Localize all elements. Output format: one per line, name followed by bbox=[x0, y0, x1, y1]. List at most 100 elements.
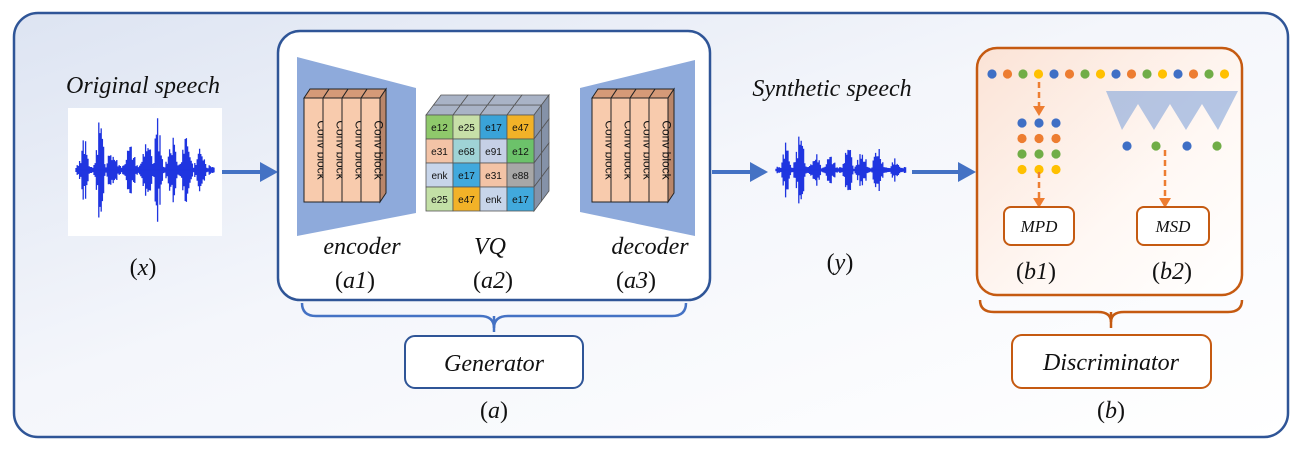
msd-arrowhead bbox=[1159, 198, 1171, 208]
original-speech-label: Original speech bbox=[66, 73, 220, 99]
vq-code-cell bbox=[506, 162, 535, 188]
vq-code-label: e31 bbox=[431, 147, 448, 158]
synthetic-waveform bbox=[775, 136, 907, 204]
vq-side-face bbox=[541, 165, 550, 203]
arrowhead-1 bbox=[260, 162, 278, 182]
arrowhead-3 bbox=[958, 162, 976, 182]
pooled-sample-dot bbox=[1122, 141, 1132, 151]
period-sample-dot bbox=[1051, 149, 1061, 159]
decoder-label: decoder bbox=[611, 234, 689, 260]
signal-sample-dot bbox=[1064, 69, 1075, 79]
period-sample-dot bbox=[1051, 118, 1061, 128]
vq-code-cell bbox=[479, 114, 508, 140]
period-sample-dot bbox=[1051, 133, 1061, 144]
vq-id: (a2) bbox=[473, 268, 513, 294]
discriminator-title: Discriminator bbox=[1042, 350, 1180, 376]
mpd-box bbox=[1003, 206, 1075, 246]
period-sample-dot bbox=[1034, 133, 1044, 144]
signal-sample-dot bbox=[1142, 69, 1152, 79]
signal-sample-dot bbox=[1188, 69, 1199, 79]
signal-sample-dot bbox=[1204, 69, 1214, 79]
mpd-arrowhead-top bbox=[1033, 106, 1045, 116]
vq-code-label: e25 bbox=[458, 123, 475, 134]
mpd-grid bbox=[1017, 118, 1061, 175]
signal-sample-dot bbox=[1095, 69, 1106, 79]
signal-sample-dot bbox=[1049, 69, 1059, 79]
msd-id: (b2) bbox=[1152, 259, 1192, 285]
pooled-sample-dot bbox=[1212, 141, 1222, 151]
vq-code-label: e17 bbox=[512, 195, 529, 206]
vq-code-label: e88 bbox=[512, 171, 529, 182]
pooled-sample-dot bbox=[1151, 141, 1161, 151]
vq-code-label: e31 bbox=[485, 171, 502, 182]
generator-caption: (a) bbox=[480, 398, 508, 424]
generator-title-box bbox=[404, 335, 584, 389]
vq-code-label: e12 bbox=[512, 147, 529, 158]
vq-code-label: enk bbox=[485, 195, 502, 206]
y-caption: (y) bbox=[827, 250, 854, 276]
discriminator-box bbox=[975, 46, 1244, 297]
decoder-id: (a3) bbox=[616, 268, 656, 294]
discriminator-title-box bbox=[1011, 334, 1212, 389]
period-sample-dot bbox=[1034, 118, 1044, 128]
vq-code-label: e91 bbox=[485, 147, 502, 158]
signal-sample-dot bbox=[1002, 69, 1013, 79]
vq-code-label: e47 bbox=[512, 123, 529, 134]
discriminator-caption: (b) bbox=[1097, 398, 1125, 424]
vq-code-cell bbox=[452, 162, 481, 188]
vq-code-cell bbox=[506, 138, 535, 164]
signal-sample-dot bbox=[1173, 69, 1183, 79]
signal-sample-dot bbox=[1219, 69, 1230, 79]
vq-code-cell bbox=[425, 186, 454, 212]
vq-code-cell bbox=[506, 186, 535, 212]
period-sample-dot bbox=[1017, 149, 1027, 159]
vq-code-cell bbox=[452, 138, 481, 164]
vq-code-cell bbox=[425, 114, 454, 140]
vq-code-label: e12 bbox=[431, 123, 448, 134]
x-caption: (x) bbox=[130, 255, 157, 281]
vq-code-label: enk bbox=[431, 171, 448, 182]
mpd-label: MPD bbox=[1020, 217, 1059, 236]
period-sample-dot bbox=[1051, 164, 1061, 175]
vq-code-label: e47 bbox=[458, 195, 475, 206]
conv-block-label: Conv block bbox=[660, 120, 674, 180]
conv-block-label: Conv block bbox=[372, 120, 386, 180]
period-sample-dot bbox=[1034, 149, 1044, 159]
synthetic-speech-label: Synthetic speech bbox=[752, 76, 911, 102]
signal-sample-dot bbox=[1018, 69, 1028, 79]
vq-code-label: e17 bbox=[485, 123, 502, 134]
signal-sample-dot bbox=[987, 69, 997, 79]
signal-sample-dot bbox=[1080, 69, 1090, 79]
period-sample-dot bbox=[1017, 118, 1027, 128]
generator-title: Generator bbox=[444, 351, 545, 377]
msd-box bbox=[1136, 206, 1210, 246]
vq-code-label: e17 bbox=[458, 171, 475, 182]
pooling-shape bbox=[1106, 91, 1238, 130]
discriminator-top-dots bbox=[987, 69, 1230, 79]
original-waveform bbox=[75, 118, 215, 222]
msd-label: MSD bbox=[1155, 217, 1192, 236]
conv-block bbox=[648, 97, 669, 203]
vq-code-label: e25 bbox=[431, 195, 448, 206]
vq-code-cell bbox=[506, 114, 535, 140]
signal-sample-dot bbox=[1126, 69, 1137, 79]
period-sample-dot bbox=[1017, 164, 1027, 175]
mpd-arrowhead-bottom bbox=[1033, 198, 1045, 208]
encoder-id: (a1) bbox=[335, 268, 375, 294]
signal-sample-dot bbox=[1111, 69, 1121, 79]
period-sample-dot bbox=[1034, 164, 1044, 175]
vq-code-cell bbox=[425, 138, 454, 164]
msd-pooling bbox=[1106, 91, 1238, 151]
signal-sample-dot bbox=[1157, 69, 1168, 79]
encoder-label: encoder bbox=[323, 234, 401, 260]
signal-sample-dot bbox=[1033, 69, 1044, 79]
pooled-sample-dot bbox=[1182, 141, 1192, 151]
vq-code-cell bbox=[479, 186, 508, 212]
vq-label: VQ bbox=[474, 234, 506, 260]
period-sample-dot bbox=[1017, 133, 1027, 144]
conv-block bbox=[360, 97, 381, 203]
